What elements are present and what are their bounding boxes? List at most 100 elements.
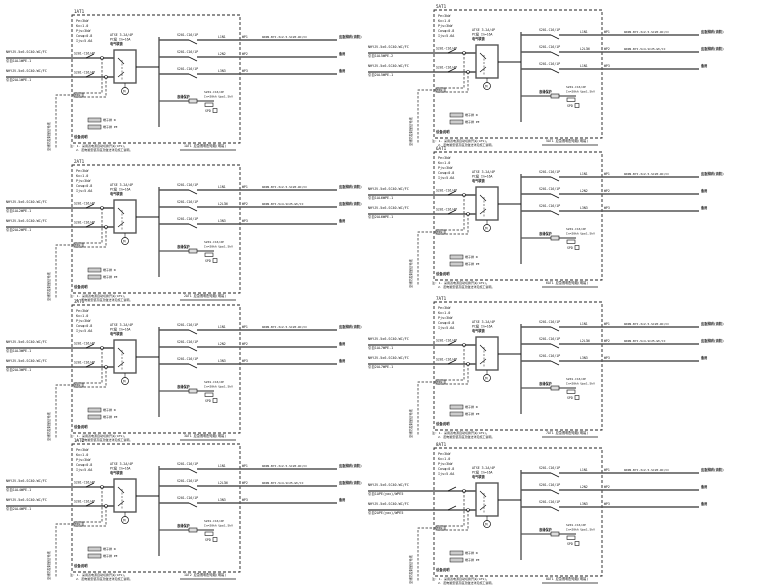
outgoing-breaker-contact — [188, 485, 198, 491]
panel-param: Pe=3kW — [76, 448, 89, 452]
incomer-source-label: 引自1APE(yax)/WPE5 — [368, 491, 403, 496]
note-line: 注: 1. 采用双电源自动切换开关(ATS)。 — [70, 433, 127, 438]
ats-label: ATSE 3.2A/4P — [472, 466, 495, 470]
spd-breaker-label: S201-C16/2P — [566, 377, 586, 381]
outgoing-breaker-contact — [550, 506, 560, 512]
breaker-contact — [85, 501, 95, 507]
note-line: 2. 配电箱安装高度及做法详见施工说明。 — [438, 434, 494, 439]
outgoing-circuit-id: WP1 — [242, 185, 248, 189]
motor-operator-symbol: M — [485, 227, 488, 231]
panel-param: Pe=3kW — [438, 306, 451, 310]
spd-label: 浪涌保护 — [177, 244, 191, 249]
panel-param: Ijs=5.6A — [438, 176, 454, 180]
outgoing-cable-spec: WDZN-BYJ-3x2.5-SC20-WC/CC — [262, 464, 307, 468]
incomer-source-label: 引自1AL1WPE-1 — [6, 58, 31, 63]
spd-tag: SPD — [567, 246, 573, 250]
outgoing-circuit-id: WP1 — [604, 322, 610, 326]
spd-breaker-label: S201-C16/2P — [566, 523, 586, 527]
panel-param: Kx=1.0 — [438, 161, 450, 165]
ats-contact — [479, 504, 487, 511]
panel-param: Pjs=3kW — [438, 24, 453, 28]
ats-contact — [479, 490, 487, 498]
spd-spec-label: In=20kA Up≤1.5kV — [204, 95, 233, 99]
outgoing-cable-spec: WDZN-BYJ-5x4-SC25-WC/CC — [262, 202, 304, 206]
terminal-label: 端子排 PE — [103, 414, 118, 419]
note-line: 2. 配电箱安装高度及做法详见施工说明。 — [438, 580, 494, 585]
panel-param: Ijs=5.6A — [76, 39, 92, 43]
note-line: 注: 1. 采用双电源自动切换开关(ATS)。 — [432, 138, 489, 143]
spd-device — [204, 392, 214, 397]
spd-label: 浪涌保护 — [539, 231, 553, 236]
outgoing-phase-label: L3N3 — [218, 219, 226, 223]
outgoing-breaker-contact — [188, 56, 198, 62]
spd-spec-label: In=20kA Up≤1.5kV — [566, 382, 595, 386]
spd-label: 浪涌保护 — [539, 381, 553, 386]
incomer-source-label: 引自2AL3WPE-1 — [6, 367, 31, 372]
outgoing-breaker-label: S201-C16/1P — [177, 67, 198, 71]
breaker-contact — [447, 359, 457, 365]
incomer-breaker-label: S201-C16/4P — [74, 481, 95, 485]
distribution-panel-8AT1: 8AT1Pe=3kWKx=1.0Pjs=3kWCosφ=0.8Ijs=5.6AN… — [368, 442, 724, 585]
outgoing-load-label: 备用 — [700, 484, 707, 489]
breaker-contact — [447, 67, 457, 73]
incomer-breaker-label: S201-C16/4P — [74, 221, 95, 225]
incomer-cable-label: NHYJV-5x6-SC40-WC/FC — [6, 479, 47, 483]
motor-operator-symbol: M — [123, 380, 126, 384]
panel-param: Ijs=5.6A — [76, 329, 92, 333]
ats-label: ATSE 3.2A/4P — [110, 462, 133, 466]
ats-label: ATSE 3.2A/4P — [110, 33, 133, 37]
outgoing-load-label: 应急照明(消防) — [339, 201, 362, 206]
outgoing-load-label: 应急照明(消防) — [701, 46, 724, 51]
panel-id: 3AT1 — [74, 299, 85, 304]
outgoing-circuit-id: WP1 — [242, 325, 248, 329]
ats-switch-box — [113, 49, 137, 84]
outgoing-breaker-label: S201-C16/1P — [177, 323, 198, 327]
spd-label: 浪涌保护 — [177, 94, 191, 99]
motor-operator-symbol: M — [123, 240, 126, 244]
outgoing-breaker-contact — [188, 329, 198, 335]
outgoing-cable-spec: WDZN-BYJ-3x2.5-SC20-WC/CC — [624, 468, 669, 472]
ats-contact — [117, 57, 125, 65]
outgoing-breaker-label: S201-C16/1P — [177, 183, 198, 187]
outgoing-phase-label: L2N2 — [218, 342, 226, 346]
fire-signal-line — [55, 384, 74, 438]
incomer-cable-label: NHYJV-5x6-SC40-WC/FC — [6, 50, 47, 54]
outgoing-breaker-contact — [188, 39, 198, 45]
ats-switch-box — [475, 336, 499, 371]
panel-id: 2AT1 — [74, 159, 85, 164]
incomer-cable-label: NHYJV-5x6-SC40-WC/FC — [6, 219, 47, 223]
panel-caption: 6AT1 应急照明配电箱(明装) — [546, 280, 588, 285]
outgoing-circuit-id: WP1 — [242, 35, 248, 39]
panel-id: 1AT2 — [74, 438, 85, 443]
panel-caption: 5AT1 应急照明配电箱(明装) — [546, 138, 588, 143]
panel-param: Kx=1.0 — [76, 24, 88, 28]
incomer-cable-label: NHYJV-5x6-SC40-WC/FC — [6, 498, 47, 502]
panel-param: Pjs=3kW — [438, 166, 453, 170]
breaker-contact — [447, 505, 457, 511]
outgoing-breaker-label: S201-C16/1P — [177, 217, 198, 221]
note-line: 注: 1. 采用双电源自动切换开关(ATS)。 — [432, 280, 489, 285]
note-line: 2. 配电箱安装高度及做法详见施工说明。 — [438, 142, 494, 147]
outgoing-load-label: 应急照明(消防) — [701, 338, 724, 343]
signal-terminal-label: FAS — [75, 522, 80, 526]
incomer-cable-label: NHYJV-5x6-SC40-WC/FC — [368, 356, 409, 360]
incomer-source-label: 引自1AL5WPE-2 — [368, 53, 393, 58]
outgoing-cable-spec: WDZN-BYJ-5x4-SC25-WC/CC — [624, 339, 666, 343]
spd-breaker-label: S201-C16/2P — [204, 240, 224, 244]
spd-tag: SPD — [567, 396, 573, 400]
ats-contact — [117, 347, 125, 355]
notes-title: 设备说明 — [74, 563, 88, 568]
spd-indicator-box — [574, 395, 580, 400]
signal-terminal-label: FAS — [437, 526, 442, 530]
terminal-label: 端子排 N — [465, 112, 478, 117]
spd-indicator-box — [574, 103, 580, 108]
control-signal-wire — [74, 487, 107, 527]
panel-param: Ijs=5.6A — [438, 472, 454, 476]
outgoing-phase-label: L1N1 — [580, 64, 588, 68]
fire-signal-label: 至消防控制室信号线 — [46, 551, 51, 580]
spd-indicator-box — [212, 108, 218, 113]
panel-id: 1AT1 — [74, 9, 85, 14]
outgoing-cable-spec: WDZN-BYJ-5x4-SC25-WC/CC — [624, 47, 666, 51]
ats-label: 电气联锁 — [472, 474, 486, 479]
outgoing-breaker-contact — [550, 34, 560, 40]
